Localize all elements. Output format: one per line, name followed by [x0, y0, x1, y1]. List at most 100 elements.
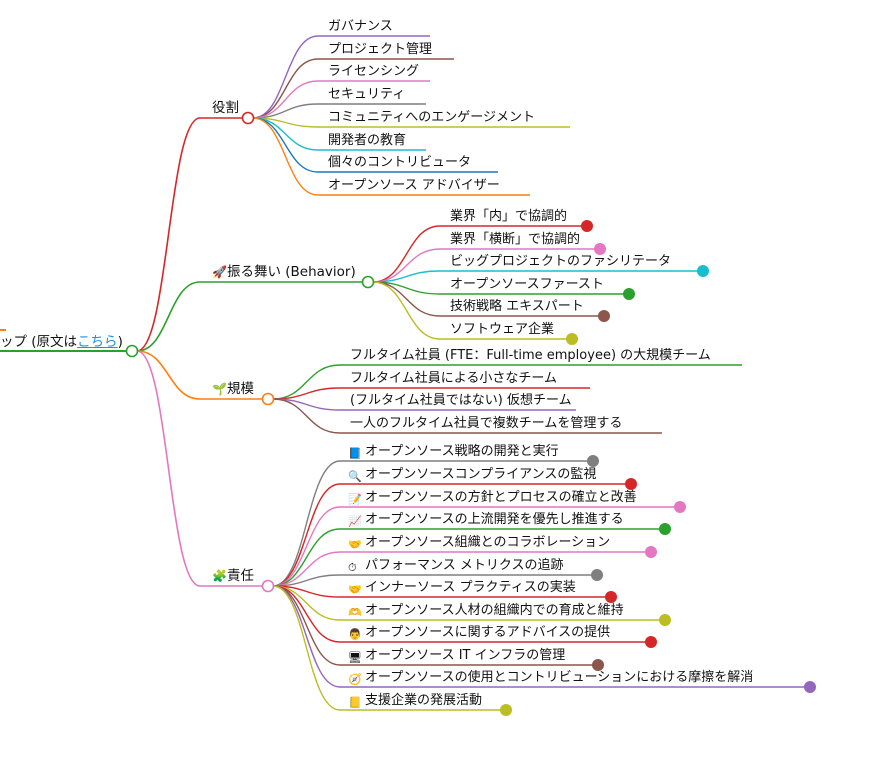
topic-item[interactable]: 🤝インナーソース プラクティスの実装: [348, 580, 576, 596]
collapse-dot[interactable]: [500, 704, 512, 716]
collapse-dot[interactable]: [659, 523, 671, 535]
child-connector: [272, 585, 341, 643]
topic-item[interactable]: ビッグプロジェクトのファシリテータ: [450, 254, 671, 270]
branch-connector-scale: [136, 350, 201, 400]
collapse-dot[interactable]: [605, 591, 617, 603]
topic-item[interactable]: 👨オープンソースに関するアドバイスの提供: [348, 625, 610, 641]
topic-item[interactable]: フルタイム社員 (FTE：Full-time employee) の大規模チーム: [350, 348, 711, 364]
child-connector: [272, 483, 341, 587]
topic-item[interactable]: 開発者の教育: [328, 133, 406, 149]
child-connector: [272, 364, 341, 400]
topic-item-text: オープンソースの上流開発を優先し推進する: [365, 512, 624, 527]
topic-item-text: プロジェクト管理: [328, 42, 433, 57]
topic-item[interactable]: コミュニティへのエンゲージメント: [328, 110, 535, 126]
topic-item[interactable]: 技術戦略 エキスパート: [450, 299, 584, 315]
child-connector: [272, 585, 341, 666]
topic-item-text: オープンソース人材の組織内での育成と維持: [365, 603, 624, 618]
source-link[interactable]: こちら: [77, 334, 118, 350]
topic-item[interactable]: ソフトウェア企業: [450, 322, 554, 338]
collapse-dot[interactable]: [625, 478, 637, 490]
topic-item[interactable]: 🧭オープンソースの使用とコントリビューションにおける摩擦を解消: [348, 670, 753, 686]
topic-item[interactable]: ガバナンス: [328, 19, 393, 35]
branch-label-responsibility[interactable]: 🧩責任: [212, 568, 254, 584]
branch-label-scale[interactable]: 🌱規模: [212, 381, 254, 397]
topic-item[interactable]: 🫶オープンソース人材の組織内での育成と維持: [348, 603, 624, 619]
topic-item-text: 個々のコントリビュータ: [328, 155, 472, 170]
topic-item-text: 支援企業の発展活動: [365, 693, 483, 708]
collapse-dot[interactable]: [598, 310, 610, 322]
collapse-dot[interactable]: [594, 243, 606, 255]
topic-item-text: オープンソース IT インフラの管理: [365, 648, 566, 663]
topic-item[interactable]: 個々のコントリビュータ: [328, 155, 471, 171]
branch-label-text: 責任: [226, 568, 254, 584]
magnifier-icon: 🔍: [348, 470, 362, 483]
collapse-dot[interactable]: [674, 501, 686, 513]
topic-item[interactable]: ⏱パフォーマンス メトリクスの追跡: [348, 558, 563, 574]
topic-item-text: インナーソース プラクティスの実装: [365, 580, 576, 595]
topic-item-text: ソフトウェア企業: [450, 322, 555, 337]
collapse-dot[interactable]: [645, 546, 657, 558]
branch-label-behavior[interactable]: 🚀振る舞い (Behavior): [212, 264, 356, 280]
topic-item-text: パフォーマンス メトリクスの追跡: [365, 558, 564, 573]
collapse-dot[interactable]: [581, 220, 593, 232]
handshake-icon: 🤝: [348, 583, 362, 596]
topic-item[interactable]: オープンソースファースト: [450, 277, 604, 293]
branch-label-roles[interactable]: 役割: [212, 100, 239, 116]
collapse-dot[interactable]: [566, 333, 578, 345]
root-topic[interactable]: ップ (原文はこちら): [0, 334, 123, 350]
topic-item[interactable]: (フルタイム社員ではない) 仮想チーム: [350, 393, 572, 409]
topic-item-text: ガバナンス: [328, 19, 393, 34]
branch-connector-responsibility: [136, 350, 201, 587]
topic-item-text: (フルタイム社員ではない) 仮想チーム: [350, 393, 572, 408]
topic-item[interactable]: 🤝オープンソース組織とのコラボレーション: [348, 535, 610, 551]
child-connector: [252, 58, 319, 119]
topic-item[interactable]: オープンソース アドバイザー: [328, 178, 500, 194]
topic-item[interactable]: ライセンシング: [328, 64, 419, 80]
topic-item-text: オープンソースコンプライアンスの監視: [365, 467, 597, 482]
collapse-dot[interactable]: [659, 614, 671, 626]
branch-label-text: 振る舞い (Behavior): [226, 264, 356, 280]
root-topic-text: ップ (原文は: [0, 334, 78, 350]
topic-item[interactable]: 🔍オープンソースコンプライアンスの監視: [348, 467, 596, 483]
topic-item-text: 技術戦略 エキスパート: [450, 299, 584, 314]
topic-item[interactable]: 一人のフルタイム社員で複数チームを管理する: [350, 416, 622, 432]
puzzle-icon: 🧩: [212, 569, 227, 583]
topic-item[interactable]: セキュリティ: [328, 87, 405, 103]
topic-item[interactable]: プロジェクト管理: [328, 42, 432, 58]
child-connector: [252, 35, 319, 119]
collapse-dot[interactable]: [591, 569, 603, 581]
collapse-dot[interactable]: [645, 636, 657, 648]
branch-node-responsibility[interactable]: [261, 579, 275, 593]
topic-item-text: 業界「横断」で協調的: [450, 232, 581, 247]
child-connector: [272, 528, 341, 587]
topic-item[interactable]: 📘オープンソース戦略の開発と実行: [348, 444, 559, 460]
root-node[interactable]: [125, 344, 139, 358]
branch-node-roles[interactable]: [241, 111, 255, 125]
topic-item[interactable]: フルタイム社員による小さなチーム: [350, 371, 557, 387]
branch-node-scale[interactable]: [261, 392, 275, 406]
topic-item[interactable]: 📈オープンソースの上流開発を優先し推進する: [348, 512, 624, 528]
collapse-dot[interactable]: [592, 659, 604, 671]
chart-up-icon: 📈: [348, 515, 362, 528]
seedling-icon: 🌱: [212, 382, 227, 396]
topic-item-text: ビッグプロジェクトのファシリテータ: [450, 254, 672, 269]
topic-item[interactable]: 業界「内」で協調的: [450, 209, 567, 225]
topic-item[interactable]: 🖥オープンソース IT インフラの管理: [348, 648, 565, 664]
branch-node-behavior[interactable]: [361, 275, 375, 289]
collapse-dot[interactable]: [804, 681, 816, 693]
collapse-dot[interactable]: [587, 455, 599, 467]
topic-item[interactable]: 📒支援企業の発展活動: [348, 693, 482, 709]
collapse-dot[interactable]: [623, 288, 635, 300]
topic-item-text: ライセンシング: [328, 64, 420, 79]
topic-item[interactable]: 業界「横断」で協調的: [450, 232, 580, 248]
branch-label-text: 役割: [212, 100, 239, 116]
topic-item-text: オープンソースファースト: [450, 277, 604, 292]
topic-item[interactable]: 📝オープンソースの方針とプロセスの確立と改善: [348, 490, 637, 506]
blue-book-icon: 📘: [348, 447, 362, 460]
memo-icon: 📝: [348, 493, 362, 506]
topic-item-text: オープンソース戦略の開発と実行: [365, 444, 559, 459]
collapse-dot[interactable]: [697, 265, 709, 277]
topic-item-text: コミュニティへのエンゲージメント: [328, 110, 535, 125]
branch-label-text: 規模: [226, 381, 254, 397]
